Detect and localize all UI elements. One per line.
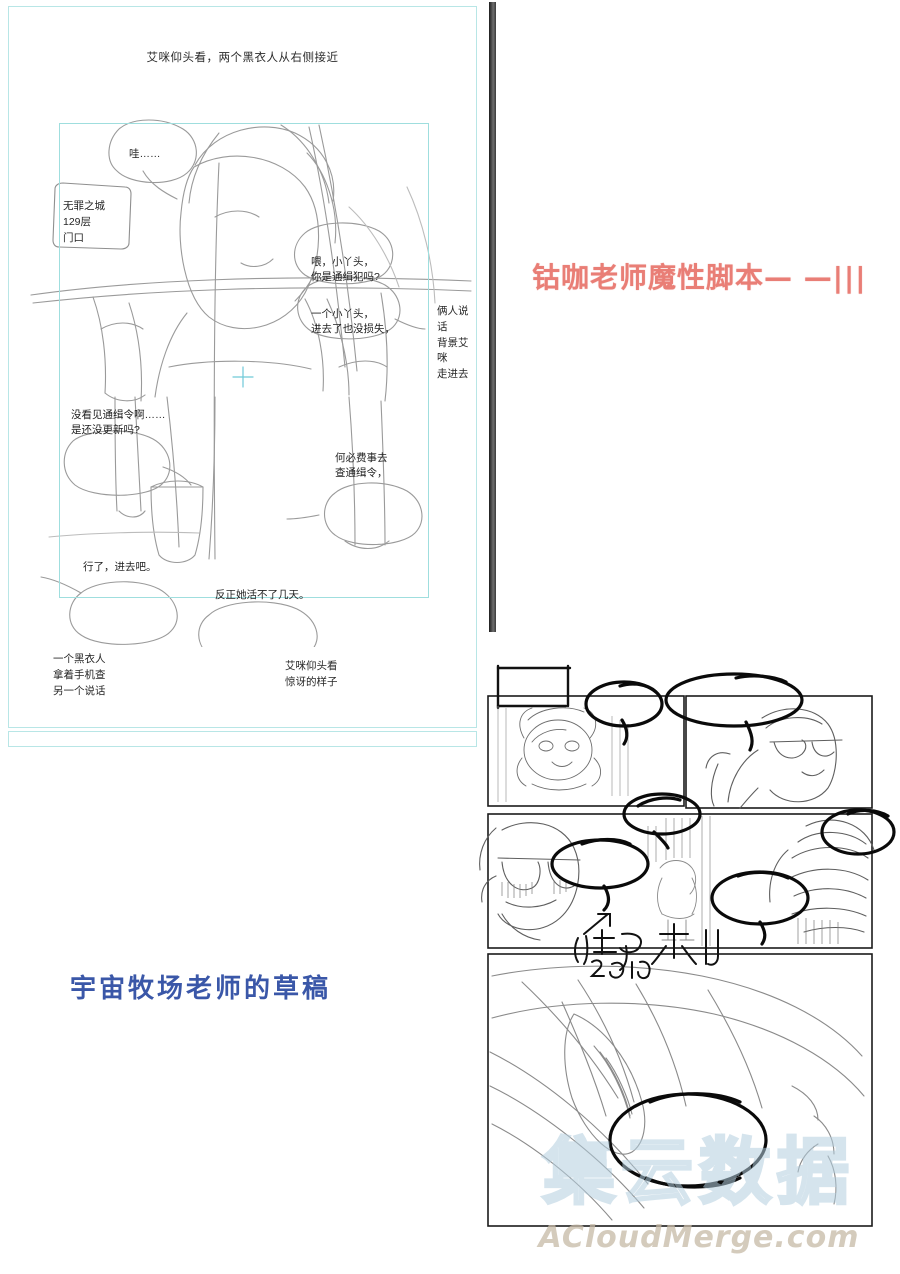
bubble-one-girl: 一个小丫头， 进去了也没损失， bbox=[311, 308, 395, 336]
storyboard-caption: 艾咪仰头看，两个黑衣人从右侧接近 bbox=[146, 52, 339, 64]
note-city-label: 无罪之城 129层 门口 bbox=[63, 200, 105, 244]
bubble-why-bother: 何必费事去 查通缉令， bbox=[335, 452, 388, 480]
bubble-no-notice: 没看见通缉令啊…… 是还没更新吗? bbox=[71, 409, 166, 437]
note-side-direction: 俩人说话 背景艾咪 走进去 bbox=[437, 305, 469, 380]
right-storyboard-art bbox=[479, 664, 896, 1227]
note-bottom-right-direction: 艾咪仰头看 惊讶的样子 bbox=[285, 660, 338, 688]
bubble-wa: 哇…… bbox=[129, 148, 161, 160]
right-storyboard-panels bbox=[462, 646, 900, 1238]
bubble-hey-girl: 喂，小丫头， 你是通缉犯吗? bbox=[311, 256, 380, 284]
red-title-text: 钴咖老师魔性脚本— —||| bbox=[532, 261, 867, 294]
vertical-dark-bar bbox=[489, 2, 496, 632]
storyboard-sketch-art bbox=[30, 119, 472, 647]
left-document-bottom-strip bbox=[8, 731, 477, 747]
sketch-inner-frame bbox=[59, 123, 429, 598]
bubble-go-in: 行了，进去吧。 bbox=[83, 561, 157, 573]
bubble-anyway: 反正她活不了几天。 bbox=[215, 589, 310, 601]
blue-title-text: 宇宙牧场老师的草稿 bbox=[70, 974, 332, 1004]
left-storyboard-document: 艾咪仰头看，两个黑衣人从右侧接近 bbox=[8, 6, 477, 728]
note-bottom-left-direction: 一个黑衣人 拿着手机查 另一个说话 bbox=[53, 653, 106, 697]
